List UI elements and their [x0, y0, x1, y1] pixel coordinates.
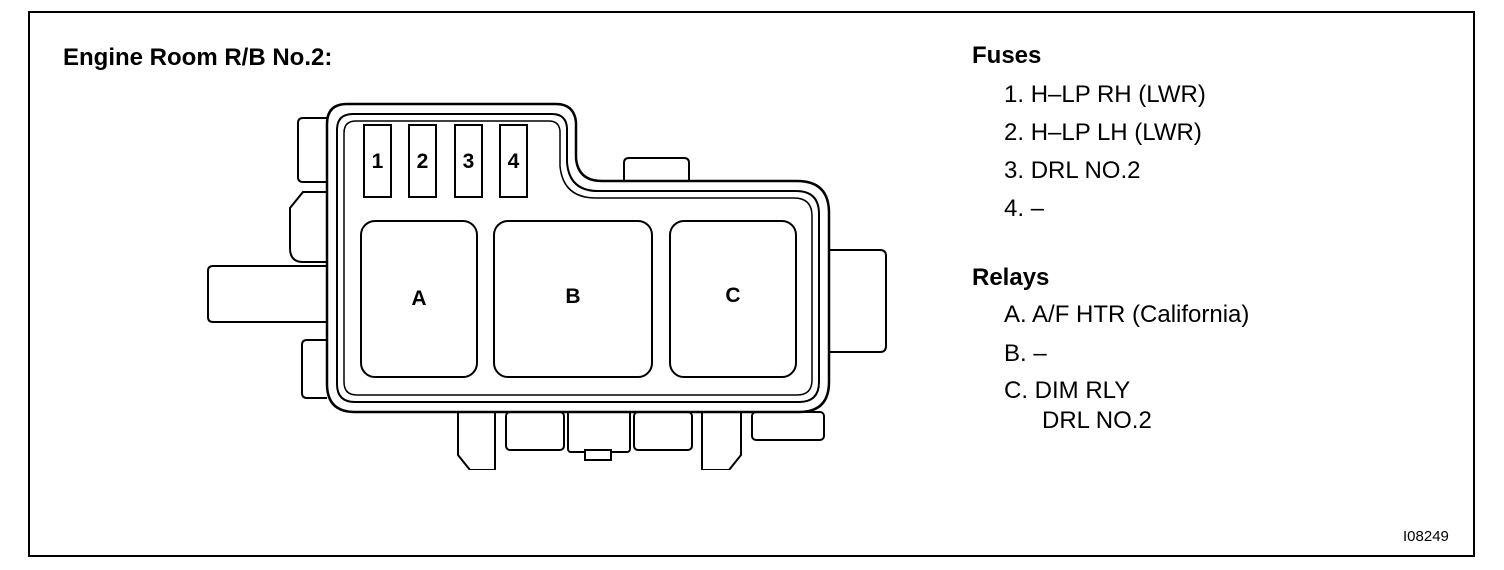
- relay-item-c-line2: DRL NO.2: [1042, 407, 1152, 434]
- left-tab-upper: [289, 191, 327, 263]
- fuse-item-3: 3. DRL NO.2: [1004, 157, 1141, 185]
- relay-c: [669, 220, 797, 378]
- left-tab-middle: [207, 265, 327, 323]
- relay-label-a: A: [411, 287, 426, 310]
- fuse-label-4: 4: [508, 150, 520, 173]
- relay-item-c: C. DIM RLY: [1004, 377, 1130, 405]
- fuse-item-text: DRL NO.2: [1030, 157, 1141, 184]
- fuse-3: [454, 124, 483, 198]
- fuse-1: [363, 124, 392, 198]
- left-tab-top: [297, 117, 327, 183]
- bottom-stub: [584, 449, 612, 461]
- left-tab-lower: [301, 339, 327, 399]
- bottom-block-4: [751, 411, 825, 441]
- housing-inner-2: [343, 120, 813, 396]
- fuse-item-num: 3.: [1004, 157, 1025, 184]
- relay-item-text: DIM RLY: [1034, 377, 1131, 404]
- fuse-item-4: 4. –: [1004, 195, 1044, 223]
- figure-frame: [28, 11, 1475, 557]
- relay-a: [360, 220, 478, 378]
- relay-item-b: B. –: [1004, 340, 1047, 368]
- fuse-label-3: 3: [463, 150, 475, 173]
- top-tab: [623, 157, 690, 181]
- fuse-item-text: H–LP LH (LWR): [1030, 119, 1202, 146]
- fuse-item-2: 2. H–LP LH (LWR): [1004, 119, 1202, 147]
- fuse-item-1: 1. H–LP RH (LWR): [1004, 81, 1206, 109]
- relay-item-text: A/F HTR (California): [1032, 301, 1250, 328]
- relay-item-letter: B.: [1004, 340, 1027, 367]
- bottom-block-3: [633, 411, 693, 451]
- relay-item-letter: A.: [1004, 301, 1027, 328]
- relay-block-diagram: 1 2 3 4 A B C: [207, 102, 887, 470]
- fuse-label-2: 2: [417, 150, 429, 173]
- fuse-2: [408, 124, 437, 198]
- fuse-item-num: 2.: [1004, 119, 1025, 146]
- relay-item-letter: C.: [1004, 377, 1028, 404]
- fuse-item-text: H–LP RH (LWR): [1030, 81, 1206, 108]
- housing-inner: [336, 113, 820, 403]
- fuse-item-num: 4.: [1004, 195, 1025, 222]
- diagram-title: Engine Room R/B No.2:: [63, 44, 333, 71]
- fuse-label-1: 1: [372, 150, 384, 173]
- bottom-block-1: [505, 411, 565, 451]
- relays-heading: Relays: [972, 264, 1050, 291]
- figure-id: I08249: [1403, 528, 1449, 545]
- relay-item-a: A. A/F HTR (California): [1004, 301, 1249, 329]
- relay-item-text: –: [1033, 340, 1047, 367]
- right-tab: [829, 249, 887, 353]
- bottom-clip-left: [457, 412, 496, 470]
- relay-label-c: C: [725, 284, 740, 307]
- relay-b: [493, 220, 653, 378]
- bottom-clip-right: [701, 412, 742, 470]
- fuse-4: [499, 124, 528, 198]
- fuses-heading: Fuses: [972, 42, 1042, 69]
- relay-label-b: B: [565, 285, 580, 308]
- fuse-item-num: 1.: [1004, 81, 1025, 108]
- fuse-item-text: –: [1030, 195, 1045, 222]
